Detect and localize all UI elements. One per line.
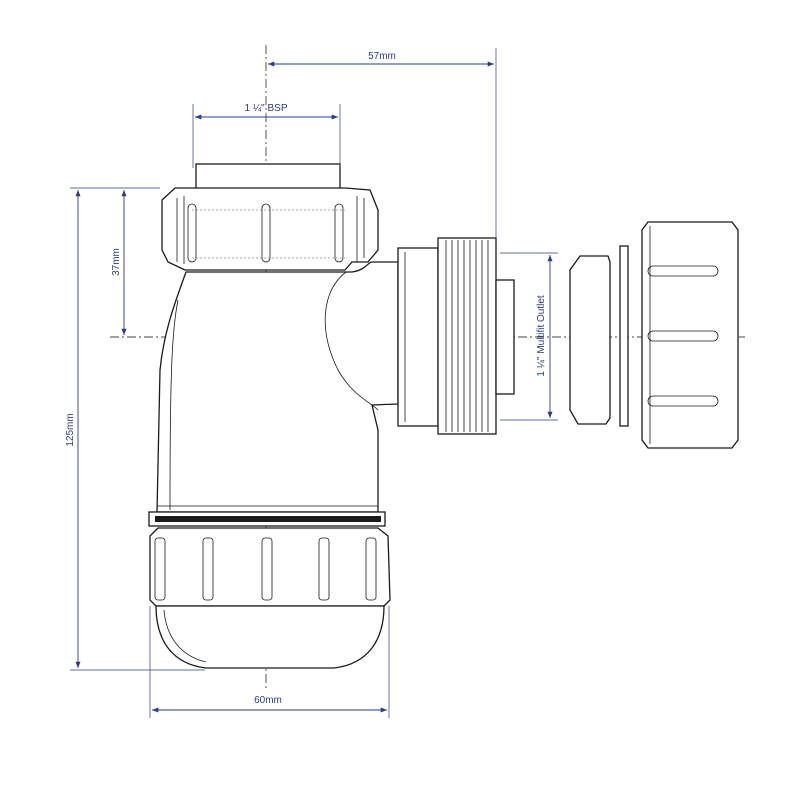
bottom-nut-slot — [365, 537, 377, 601]
outlet-nut-slot — [647, 330, 719, 342]
outlet-spigot — [495, 279, 515, 395]
trap-body — [148, 163, 399, 669]
outlet-collar — [397, 247, 439, 427]
dimension-inlet-height: 37mm — [111, 187, 160, 335]
dimension-overall-height-label: 125mm — [65, 413, 76, 446]
bottom-nut-slot — [202, 537, 214, 601]
outlet-nut-slot — [647, 265, 719, 277]
dimension-width-label: 60mm — [254, 695, 282, 706]
cone-washer — [569, 255, 611, 425]
top-nut-slot — [334, 203, 344, 263]
dimension-outlet: 1 ¼" Multifit Outlet — [500, 252, 558, 421]
dimension-width: 60mm — [149, 606, 390, 718]
trap-body-shell — [156, 261, 399, 513]
dimension-inlet-thread-label: 1 ¼" BSP — [244, 102, 287, 114]
dimension-top-offset-label: 57mm — [368, 51, 396, 62]
outlet-thread-lines — [445, 240, 489, 432]
dimension-inlet-height-label: 37mm — [111, 248, 122, 276]
outlet-thread — [437, 237, 497, 435]
inlet-tube — [195, 163, 341, 193]
dimension-outlet-label: 1 ¼" Multifit Outlet — [535, 295, 547, 377]
dimension-inlet-thread: 1 ¼" BSP — [192, 102, 341, 168]
top-nut-slot — [187, 203, 197, 263]
bottom-nut-slot — [154, 537, 166, 601]
trap-body-inner-curve — [324, 271, 379, 411]
flat-washer — [619, 245, 629, 427]
bottom-cup — [155, 605, 385, 669]
bottom-nut-slot — [318, 537, 330, 601]
outlet-nut — [641, 221, 739, 449]
top-nut-slot — [261, 203, 271, 263]
bottom-nut-slot — [261, 537, 273, 601]
trap-body-left-inner — [169, 299, 179, 511]
outlet-nut-slot — [647, 395, 719, 407]
bottom-seal-band — [155, 516, 381, 522]
bottom-nut — [149, 527, 391, 607]
dimension-overall-height: 125mm — [65, 187, 205, 671]
dimension-top-offset: 57mm — [268, 48, 497, 238]
bottom-cup-inner — [163, 609, 207, 663]
outlet-assembly — [397, 221, 739, 449]
